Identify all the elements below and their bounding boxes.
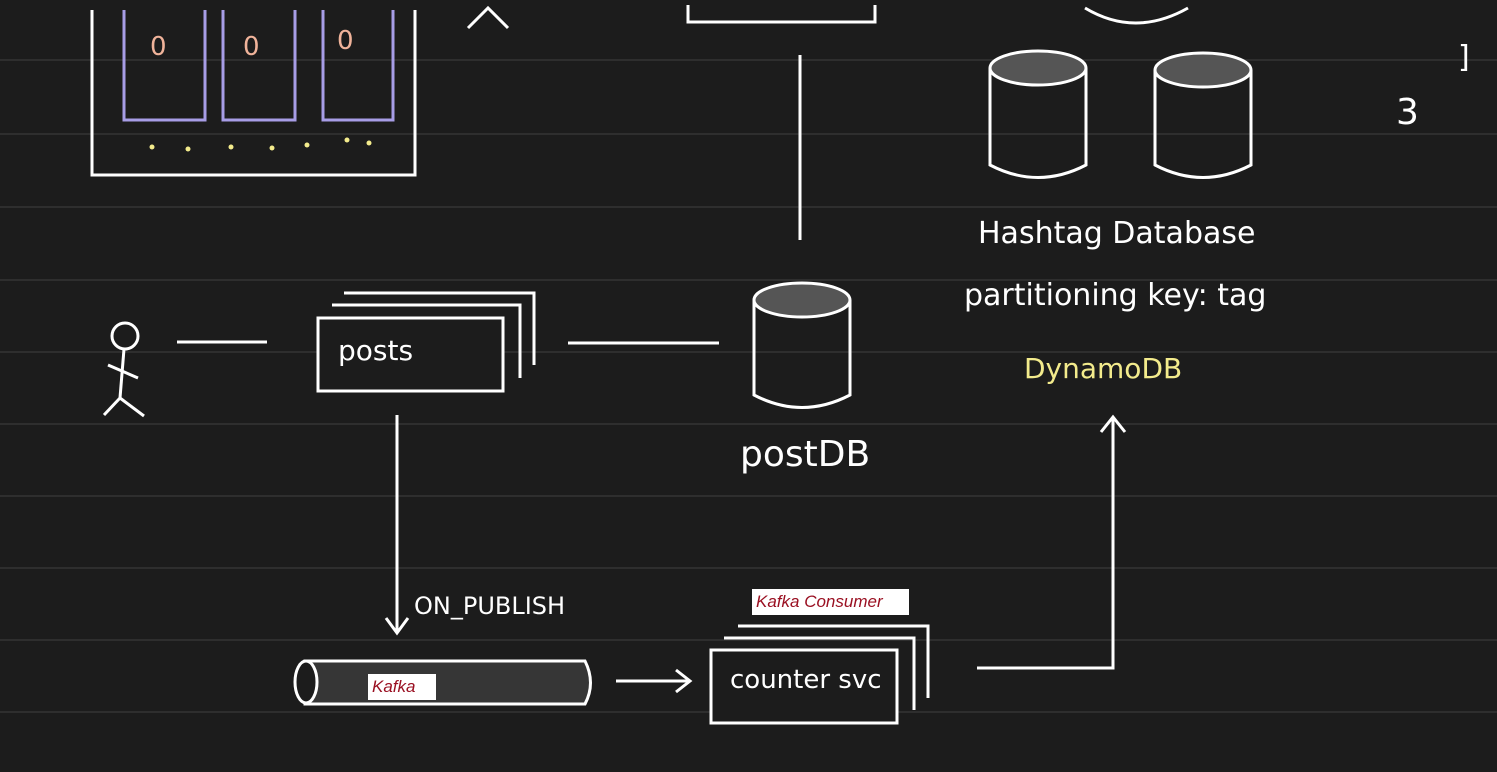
postdb-cylinder-icon bbox=[752, 281, 852, 409]
write-arrow-icon bbox=[977, 414, 1127, 670]
stick-figure-partial bbox=[466, 5, 510, 30]
counter-svc-label: counter svc bbox=[730, 665, 882, 695]
hashtag-db-cylinders bbox=[988, 49, 1253, 179]
kafka-note: Kafka bbox=[368, 674, 436, 700]
cylinder-partial bbox=[1084, 6, 1189, 25]
ruled-lines bbox=[0, 59, 1497, 713]
partition-column bbox=[122, 10, 395, 122]
partition-counter: 0 bbox=[243, 32, 260, 62]
kafka-queue-icon bbox=[293, 659, 592, 706]
counter-service bbox=[709, 624, 930, 725]
kafka-consumer-note: Kafka Consumer bbox=[752, 589, 909, 615]
dynamodb-label: DynamoDB bbox=[1024, 352, 1183, 385]
hashtag-db-label: Hashtag Database bbox=[978, 216, 1256, 251]
on-publish-label: ON_PUBLISH bbox=[414, 592, 566, 620]
consume-arrow-icon bbox=[616, 668, 693, 694]
partition-counter: 0 bbox=[150, 32, 167, 62]
partition-dots bbox=[149, 137, 372, 152]
cylinder-icon bbox=[1153, 51, 1253, 179]
top-service-box bbox=[686, 5, 877, 24]
right-mark: 3 bbox=[1396, 92, 1419, 133]
publish-arrow-icon bbox=[384, 415, 410, 636]
partition-box bbox=[90, 10, 417, 177]
partition-key-label: partitioning key: tag bbox=[964, 278, 1267, 313]
cylinder-icon bbox=[988, 49, 1088, 179]
posts-label: posts bbox=[338, 334, 414, 367]
postdb-label: postDB bbox=[740, 434, 871, 475]
partition-counter: 0 bbox=[337, 26, 354, 56]
right-mark: ] bbox=[1458, 40, 1470, 75]
user-icon bbox=[102, 321, 145, 418]
posts-service bbox=[316, 291, 536, 393]
